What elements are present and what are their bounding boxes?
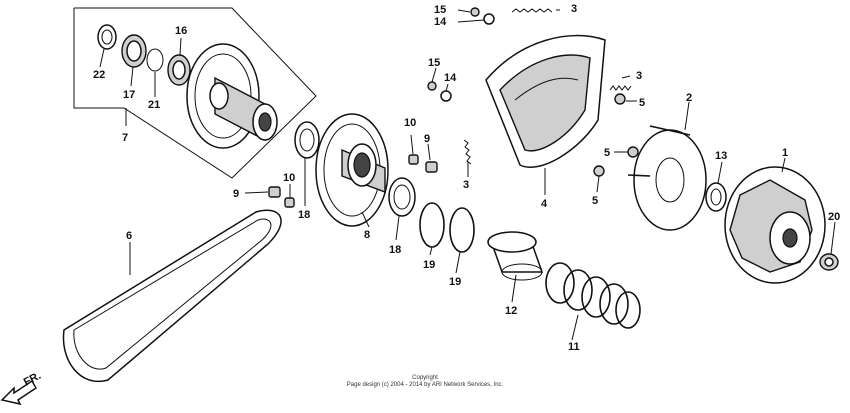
copyright-line-1: Copyright [412, 375, 438, 381]
callout-15b: 15 [428, 57, 440, 69]
callout-2: 2 [686, 92, 692, 104]
clutch-nut [819, 253, 839, 271]
callout-4: 4 [541, 198, 548, 210]
callout-9a: 9 [424, 133, 430, 145]
drive-face-assembly [73, 7, 317, 179]
callout-21: 21 [148, 99, 160, 111]
oil-seal-18-a [294, 121, 320, 159]
callout-12: 12 [505, 305, 517, 317]
callout-19b: 19 [449, 276, 461, 288]
seal-collar [487, 231, 544, 281]
driven-spring [545, 262, 641, 329]
callout-3b: 3 [636, 70, 642, 82]
driven-face [315, 113, 389, 227]
copyright-notice: Copyright Page design (c) 2004 - 2014 by… [330, 375, 520, 389]
callout-16: 16 [175, 25, 187, 37]
direction-label: FR. [22, 370, 43, 389]
clutch-outer [724, 166, 826, 284]
callout-1: 1 [782, 147, 788, 159]
copyright-line-2: Page design (c) 2004 - 2014 by ARI Netwo… [346, 382, 504, 388]
callout-labels: 1 2 3 3 3 4 5 5 5 6 7 8 9 9 10 10 11 12 … [93, 3, 840, 353]
nuts-washers [427, 7, 495, 102]
drive-plate [593, 93, 707, 231]
callout-10b: 10 [283, 172, 295, 184]
shoe-springs [463, 8, 632, 165]
callout-14b: 14 [444, 72, 457, 84]
callout-5a: 5 [639, 97, 645, 109]
leader-lines [99, 9, 836, 341]
callout-7: 7 [122, 132, 128, 144]
callout-18a: 18 [298, 209, 310, 221]
callout-13: 13 [715, 150, 727, 162]
callout-3a: 3 [571, 3, 577, 15]
oil-seal-18-b [388, 177, 416, 217]
callout-20: 20 [828, 211, 840, 223]
o-ring-19-a [419, 202, 445, 248]
callout-18b: 18 [389, 244, 401, 256]
callout-8: 8 [364, 229, 370, 241]
callout-3c: 3 [463, 179, 469, 191]
callout-5c: 5 [592, 195, 598, 207]
callout-17: 17 [123, 89, 135, 101]
clutch-shoes [485, 34, 606, 168]
callout-19a: 19 [423, 259, 435, 271]
callout-15a: 15 [434, 4, 446, 16]
callout-10a: 10 [404, 117, 416, 129]
guide-pins [268, 154, 438, 208]
callout-22: 22 [93, 69, 105, 81]
callout-9b: 9 [233, 188, 239, 200]
callout-6: 6 [126, 230, 132, 242]
callout-14a: 14 [434, 16, 447, 28]
front-direction-arrow: FR. [0, 370, 43, 406]
lock-nut [705, 182, 727, 212]
o-ring-19-b [449, 207, 475, 253]
drive-belt [62, 209, 282, 383]
callout-5b: 5 [604, 147, 610, 159]
callout-11: 11 [568, 341, 580, 353]
